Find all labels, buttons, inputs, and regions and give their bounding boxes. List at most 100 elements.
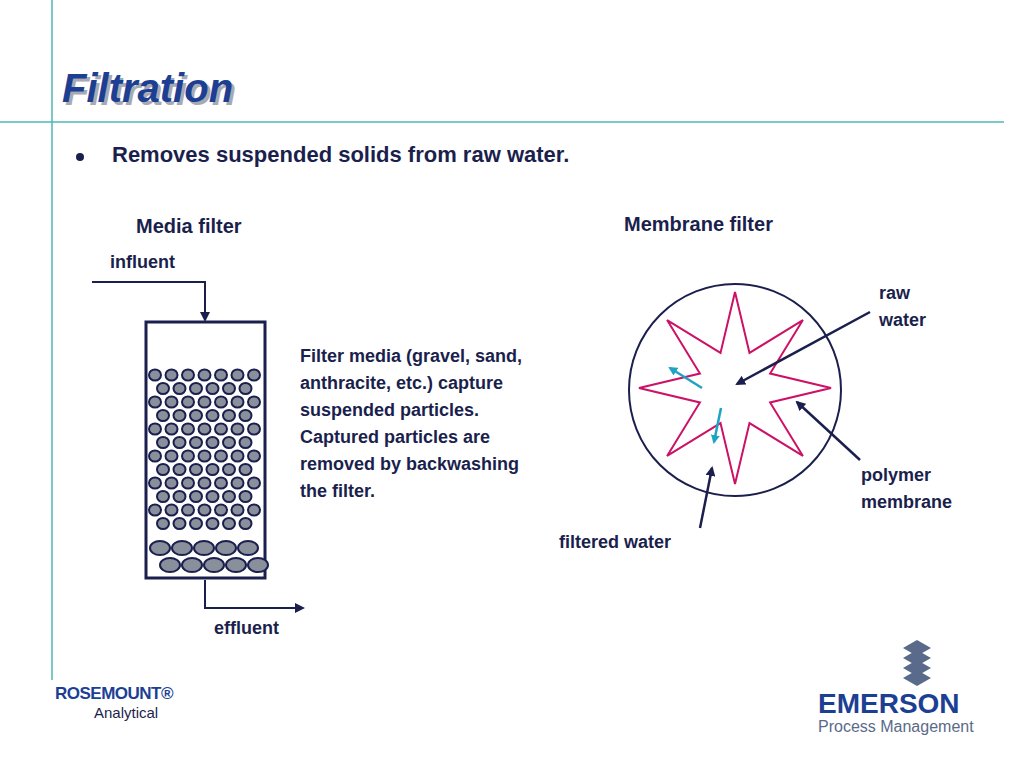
media-grain: [182, 451, 194, 462]
media-grain: [199, 478, 211, 489]
part-label: raw water: [879, 280, 949, 334]
media-grain: [150, 541, 170, 555]
media-grain: [207, 491, 219, 502]
brand-subtitle: Analytical: [94, 704, 158, 721]
media-grain: [190, 518, 202, 529]
brand-logo: EMERSON: [818, 688, 960, 720]
media-grain: [248, 424, 260, 435]
media-grain: [172, 541, 192, 555]
media-grain: [240, 518, 252, 529]
media-grain: [240, 410, 252, 421]
media-grain: [223, 410, 235, 421]
media-grain: [248, 370, 260, 381]
frame-line: [0, 121, 1004, 123]
media-grain: [223, 437, 235, 448]
brand-subtitle: Process Management: [818, 718, 974, 736]
port-label: influent: [110, 252, 175, 273]
media-grain: [240, 437, 252, 448]
media-grain: [174, 491, 186, 502]
media-grain: [215, 505, 227, 516]
section-heading: Media filter: [136, 215, 242, 238]
media-grain: [215, 451, 227, 462]
media-grain: [199, 370, 211, 381]
media-grain: [248, 505, 260, 516]
media-grain: [157, 383, 169, 394]
port-label: effluent: [214, 618, 279, 639]
media-grain: [232, 370, 244, 381]
media-grain: [166, 505, 178, 516]
media-grain: [166, 424, 178, 435]
media-grain: [157, 518, 169, 529]
polymer-membrane: [639, 292, 831, 484]
media-grain: [223, 464, 235, 475]
media-grain: [207, 383, 219, 394]
media-grain: [215, 397, 227, 408]
media-grain: [199, 451, 211, 462]
part-label: filtered water: [559, 532, 671, 553]
filter-column: [146, 322, 265, 578]
media-grain: [190, 464, 202, 475]
media-grain: [240, 491, 252, 502]
media-grain: [199, 397, 211, 408]
section-heading: Membrane filter: [624, 213, 773, 236]
media-grain: [232, 505, 244, 516]
media-grain: [157, 410, 169, 421]
leader-line: [700, 468, 712, 528]
media-grain: [190, 437, 202, 448]
media-grain: [207, 464, 219, 475]
media-grain: [166, 397, 178, 408]
media-grain: [215, 424, 227, 435]
media-grain: [232, 478, 244, 489]
frame-line: [51, 0, 53, 680]
flow-arrow: [670, 368, 702, 388]
media-grain: [240, 464, 252, 475]
media-grain: [238, 541, 258, 555]
media-grain: [149, 505, 161, 516]
media-grain: [182, 370, 194, 381]
media-grain: [248, 478, 260, 489]
media-grain: [204, 558, 224, 572]
media-grain: [149, 451, 161, 462]
slide-title: Filtration: [62, 66, 233, 111]
media-grain: [182, 505, 194, 516]
media-grain: [166, 478, 178, 489]
media-grain: [190, 383, 202, 394]
media-grain: [174, 410, 186, 421]
media-grain: [174, 464, 186, 475]
effluent-pipe: [205, 580, 303, 608]
media-grain: [174, 437, 186, 448]
media-grain: [232, 424, 244, 435]
media-grain: [232, 451, 244, 462]
media-grain: [223, 491, 235, 502]
media-grain: [182, 558, 202, 572]
media-grain: [248, 451, 260, 462]
media-grain: [160, 558, 180, 572]
media-grain: [166, 451, 178, 462]
media-grain: [149, 478, 161, 489]
media-grain: [223, 383, 235, 394]
media-grain: [149, 397, 161, 408]
media-grain: [157, 491, 169, 502]
media-grain: [174, 383, 186, 394]
media-grain: [216, 541, 236, 555]
leader-line: [737, 312, 870, 384]
media-grain: [248, 397, 260, 408]
media-grain: [232, 397, 244, 408]
media-grain: [240, 383, 252, 394]
media-grain: [215, 478, 227, 489]
media-grain: [157, 437, 169, 448]
media-grain: [207, 437, 219, 448]
brand-logo: ROSEMOUNT®: [55, 684, 173, 704]
media-grain: [199, 424, 211, 435]
media-grain: [149, 424, 161, 435]
media-grain: [226, 558, 246, 572]
media-grain: [248, 558, 268, 572]
media-grain: [194, 541, 214, 555]
part-label: polymer membrane: [861, 462, 981, 516]
bullet-dot: [76, 153, 84, 161]
media-grain: [207, 518, 219, 529]
media-grain: [190, 410, 202, 421]
media-grain: [157, 464, 169, 475]
emerson-icon: [903, 640, 931, 686]
